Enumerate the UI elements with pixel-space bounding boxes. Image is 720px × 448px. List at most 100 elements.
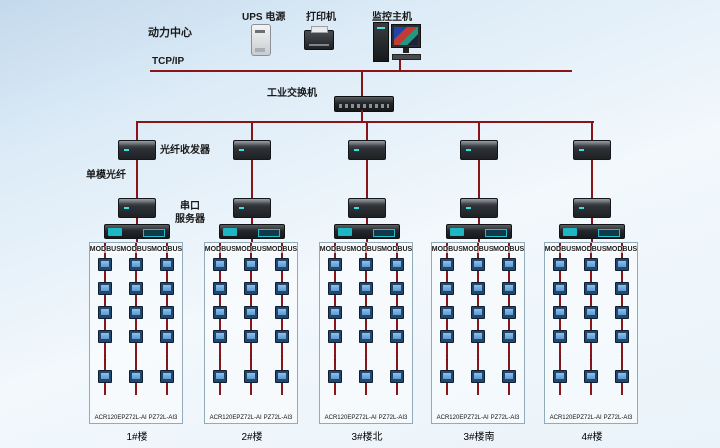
power-meter-icon — [389, 258, 404, 271]
ellipsis: ⋮ — [245, 354, 257, 366]
power-meter-icon — [98, 370, 113, 383]
power-meter-icon — [159, 306, 174, 319]
power-meter-icon — [358, 306, 373, 319]
power-meter-icon — [328, 306, 343, 319]
modbus-columns: MODBUS ⋮ MODBUS ⋮ — [89, 243, 183, 395]
printer-label: 打印机 — [306, 12, 336, 23]
modbus-column: MODBUS ⋮ — [151, 243, 183, 395]
modbus-column: MODBUS ⋮ — [381, 243, 413, 395]
power-meter-icon — [213, 282, 228, 295]
power-meter-icon — [583, 370, 598, 383]
serial-link-line — [366, 218, 368, 224]
power-meter-icon — [583, 258, 598, 271]
power-meter-icon — [328, 330, 343, 343]
power-meter-icon — [213, 258, 228, 271]
meter-model-left: ACR120EPZ72L-AI — [94, 415, 147, 421]
power-meter-icon — [274, 370, 289, 383]
drop-line — [591, 122, 593, 140]
power-meter-icon — [328, 258, 343, 271]
ellipsis: ⋮ — [585, 354, 597, 366]
meter-model-right: PZ72L-AI3 — [378, 415, 408, 421]
fiber-transceiver-icon — [460, 140, 498, 160]
power-meter-icon — [159, 330, 174, 343]
fiber-transceiver-icon — [118, 140, 156, 160]
power-meter-icon — [358, 282, 373, 295]
bus-line — [219, 243, 222, 395]
ellipsis: ⋮ — [161, 354, 173, 366]
power-meter-icon — [470, 306, 485, 319]
power-meter-icon — [243, 282, 258, 295]
bus-label: MODBUS — [350, 246, 382, 253]
meter-panel: MODBUS ⋮ MODBUS ⋮ — [319, 242, 413, 424]
switch-downlink-line — [361, 110, 363, 122]
power-meter-icon — [440, 258, 455, 271]
serial-server-icon — [559, 224, 625, 239]
serial-link-line — [478, 218, 480, 224]
power-meter-icon — [213, 370, 228, 383]
drop-line — [251, 122, 253, 140]
power-meter-icon — [128, 258, 143, 271]
power-meter-icon — [501, 330, 516, 343]
serial-server-icon — [104, 224, 170, 239]
bus-line — [364, 243, 367, 395]
power-meter-icon — [159, 370, 174, 383]
modbus-column: MODBUS ⋮ — [89, 243, 121, 395]
power-meter-icon — [501, 306, 516, 319]
modbus-column: MODBUS ⋮ — [350, 243, 382, 395]
bus-line — [104, 243, 107, 395]
ellipsis: ⋮ — [130, 354, 142, 366]
power-meter-icon — [470, 258, 485, 271]
modbus-column: MODBUS ⋮ — [493, 243, 525, 395]
power-meter-icon — [440, 306, 455, 319]
power-meter-icon — [243, 370, 258, 383]
drop-line — [136, 122, 138, 140]
meter-panel: MODBUS ⋮ MODBUS ⋮ — [544, 242, 638, 424]
bus-label: MODBUS — [606, 246, 638, 253]
power-meter-icon — [274, 330, 289, 343]
meter-panel: MODBUS ⋮ MODBUS ⋮ — [89, 242, 183, 424]
ellipsis: ⋮ — [276, 354, 288, 366]
meter-model-right: PZ72L-AI3 — [603, 415, 633, 421]
meter-model-right: PZ72L-AI3 — [490, 415, 520, 421]
ellipsis: ⋮ — [360, 354, 372, 366]
power-meter-icon — [389, 282, 404, 295]
distribution-line — [136, 121, 594, 123]
fiber-link-line — [251, 160, 253, 198]
monitor-screen — [394, 27, 418, 45]
modbus-columns: MODBUS ⋮ MODBUS ⋮ — [431, 243, 525, 395]
bus-line — [559, 243, 562, 395]
fiber-link-line — [591, 160, 593, 198]
power-meter-icon — [358, 330, 373, 343]
ellipsis: ⋮ — [554, 354, 566, 366]
serial-link-line — [251, 218, 253, 224]
building-group: MODBUS ⋮ MODBUS ⋮ — [317, 140, 417, 443]
bus-label: MODBUS — [89, 246, 121, 253]
ups-label: UPS 电源 — [242, 12, 286, 23]
bus-label: MODBUS — [120, 246, 152, 253]
meter-model-right: PZ72L-AI3 — [148, 415, 178, 421]
power-meter-icon — [614, 306, 629, 319]
bus-line — [165, 243, 168, 395]
power-meter-icon — [358, 370, 373, 383]
host-label: 监控主机 — [372, 12, 412, 23]
host-link-line — [399, 60, 401, 71]
building-label: 4#楼 — [581, 432, 603, 443]
fiber-transceiver-icon — [573, 198, 611, 218]
modbus-column: MODBUS ⋮ — [266, 243, 298, 395]
bus-label: MODBUS — [319, 246, 351, 253]
power-meter-icon — [213, 306, 228, 319]
ellipsis: ⋮ — [214, 354, 226, 366]
power-meter-icon — [501, 258, 516, 271]
fiber-transceiver-label: 光纤收发器 — [160, 145, 210, 156]
serial-server-label: 串口 服务器 — [172, 200, 208, 226]
serial-server-label-line2: 服务器 — [175, 214, 205, 225]
bus-line — [280, 243, 283, 395]
power-meter-icon — [128, 330, 143, 343]
serial-downlink-line — [251, 239, 253, 243]
fiber-transceiver-icon — [348, 198, 386, 218]
serial-link-line — [591, 218, 593, 224]
tcpip-label: TCP/IP — [152, 56, 185, 67]
